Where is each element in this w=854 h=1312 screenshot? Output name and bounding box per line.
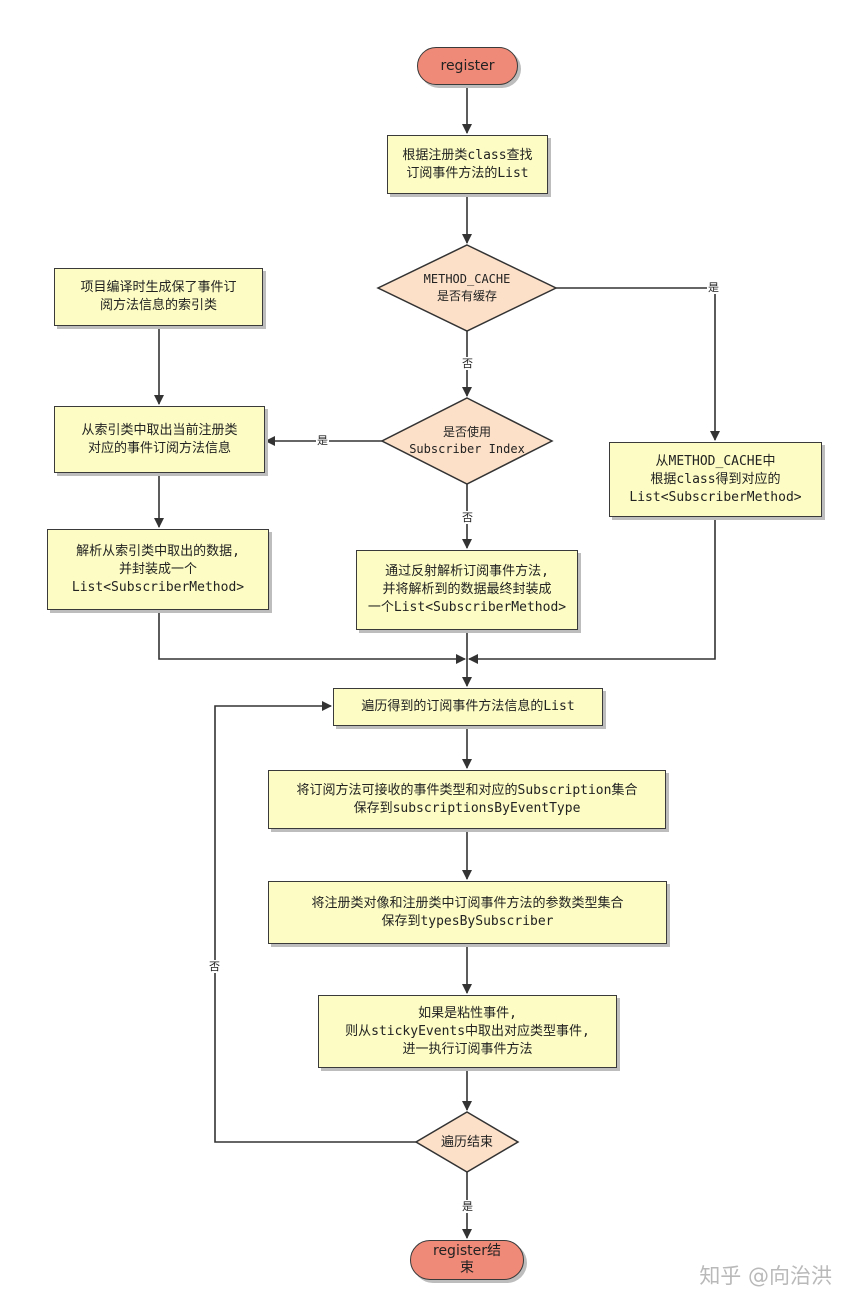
reflect-process: 通过反射解析订阅事件方法, 并将解析到的数据最终封装成 一个List<Subsc…: [356, 550, 578, 630]
save-subscriptions-process: 将订阅方法可接收的事件类型和对应的Subscription集合 保存到subsc…: [268, 770, 666, 829]
edge-cache-yes: [556, 287, 720, 441]
parse-index-process: 解析从索引类中取出的数据, 并封装成一个 List<SubscriberMeth…: [47, 529, 269, 610]
edge-cache-merge: [468, 517, 716, 664]
cache-check-label: METHOD_CACHE 是否有缓存: [423, 272, 511, 303]
edge-label-index-yes: 是: [316, 434, 329, 447]
end-terminal: register结 束: [410, 1240, 524, 1280]
watermark: 知乎 @向治洪: [699, 1264, 832, 1288]
index-generated-process: 项目编译时生成保了事件订 阅方法信息的索引类: [54, 268, 263, 326]
edge-label-cache-no: 否: [461, 357, 474, 370]
edge-parse-merge: [158, 610, 466, 664]
from-index-process: 从索引类中取出当前注册类 对应的事件订阅方法信息: [54, 406, 265, 473]
start-terminal: register: [417, 47, 518, 85]
edge-label-loop-yes: 是: [461, 1200, 474, 1213]
edge-label-cache-yes: 是: [707, 281, 720, 294]
sticky-process: 如果是粘性事件, 则从stickyEvents中取出对应类型事件, 进一执行订阅…: [318, 995, 617, 1068]
use-index-label: 是否使用 Subscriber Index: [409, 425, 525, 456]
lookup-process: 根据注册类class查找 订阅事件方法的List: [387, 135, 548, 194]
loop-end-label: 遍历结束: [440, 1134, 493, 1150]
edge-label-index-no: 否: [461, 511, 474, 524]
from-cache-process: 从METHOD_CACHE中 根据class得到对应的 List<Subscri…: [609, 442, 822, 517]
save-types-process: 将注册类对像和注册类中订阅事件方法的参数类型集合 保存到typesBySubsc…: [268, 881, 667, 944]
iterate-process: 遍历得到的订阅事件方法信息的List: [333, 688, 603, 726]
edge-label-loop-no: 否: [208, 960, 221, 973]
edge-loop-no: [214, 701, 416, 1143]
